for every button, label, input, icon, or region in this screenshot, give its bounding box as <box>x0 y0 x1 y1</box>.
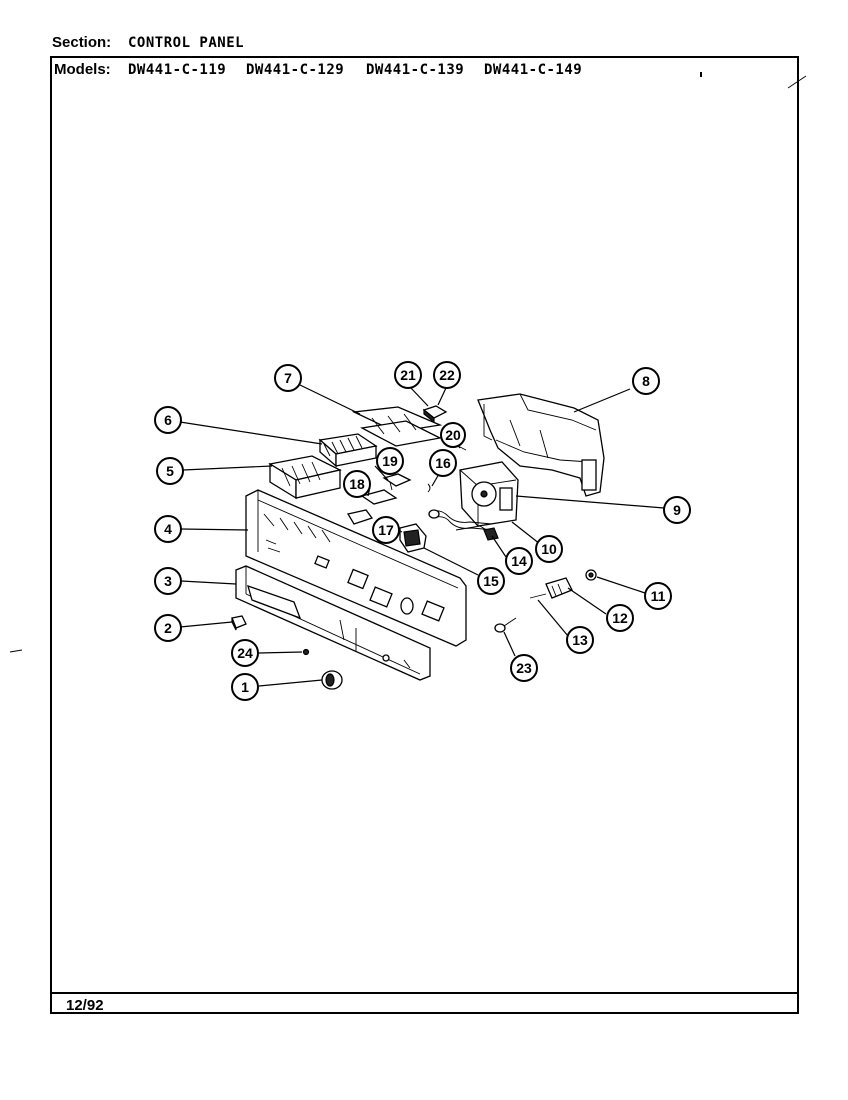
callout-23: 23 <box>510 654 538 682</box>
part-13-pin <box>529 593 547 599</box>
callout-number: 10 <box>541 541 557 557</box>
callout-number: 8 <box>642 373 650 389</box>
callout-1: 1 <box>231 673 259 701</box>
leader-lines <box>179 384 665 687</box>
part-6-switch-block <box>318 433 378 468</box>
stray-mark <box>700 72 702 77</box>
callout-15: 15 <box>477 567 505 595</box>
callout-number: 7 <box>284 370 292 386</box>
models-label: Models: <box>54 61 111 78</box>
callout-number: 15 <box>483 573 499 589</box>
callout-22: 22 <box>433 361 461 389</box>
callout-number: 2 <box>164 620 172 636</box>
callout-number: 11 <box>651 588 666 604</box>
callout-19: 19 <box>376 447 404 475</box>
callout-18: 18 <box>343 470 371 498</box>
callout-8: 8 <box>632 367 660 395</box>
callout-20: 20 <box>440 422 466 448</box>
part-8-cover <box>477 393 605 497</box>
callout-13: 13 <box>566 626 594 654</box>
callout-12: 12 <box>606 604 634 632</box>
callout-number: 13 <box>572 632 588 648</box>
callout-17: 17 <box>372 516 400 544</box>
callout-number: 4 <box>164 521 172 537</box>
callout-3: 3 <box>154 567 182 595</box>
callout-6: 6 <box>154 406 182 434</box>
section-value: CONTROL PANEL <box>128 35 245 51</box>
part-9-timer <box>459 461 519 527</box>
part-14-cable <box>455 525 499 541</box>
part-5-button-assembly <box>268 455 342 500</box>
callout-10: 10 <box>535 535 563 563</box>
model-number: DW441-C-139 <box>366 62 465 78</box>
stray-mark <box>9 649 23 653</box>
model-number: DW441-C-129 <box>246 62 345 78</box>
callout-number: 12 <box>612 610 628 626</box>
callout-11: 11 <box>644 582 672 610</box>
callout-number: 5 <box>166 463 174 479</box>
stray-mark <box>787 75 807 89</box>
part-2-clip <box>231 615 247 631</box>
callout-number: 19 <box>382 453 398 469</box>
footer-divider <box>50 992 799 994</box>
part-7-top-strip <box>351 406 443 447</box>
callout-14: 14 <box>505 547 533 575</box>
callout-number: 1 <box>241 679 249 695</box>
part-1-knob <box>321 670 343 690</box>
part-17-switch <box>399 523 427 553</box>
diagram-frame <box>50 56 799 1014</box>
callout-number: 6 <box>164 412 172 428</box>
callout-number: 22 <box>439 367 455 383</box>
callout-number: 21 <box>400 367 416 383</box>
callout-7: 7 <box>274 364 302 392</box>
part-3-front-panel <box>235 565 431 681</box>
callout-number: 14 <box>511 553 527 569</box>
callout-number: 3 <box>164 573 172 589</box>
section-label: Section: <box>52 34 112 51</box>
part-16-spring <box>427 483 431 493</box>
callout-number: 24 <box>237 645 253 661</box>
part-21-22-clip <box>422 405 448 424</box>
callout-number: 23 <box>516 660 532 676</box>
callout-16: 16 <box>429 449 457 477</box>
callout-21: 21 <box>394 361 422 389</box>
callout-9: 9 <box>663 496 691 524</box>
revision-date: 12/92 <box>66 997 104 1014</box>
part-4-control-panel <box>245 489 467 647</box>
callout-number: 9 <box>673 502 681 518</box>
model-number: DW441-C-149 <box>484 62 583 78</box>
callout-number: 17 <box>378 522 394 538</box>
part-23-lamp <box>494 617 517 633</box>
callout-number: 18 <box>349 476 365 492</box>
callout-2: 2 <box>154 614 182 642</box>
part-18-insert <box>346 489 398 525</box>
part-19-bracket <box>382 473 412 491</box>
part-11-grommet <box>585 569 597 581</box>
callout-number: 20 <box>445 427 461 443</box>
callout-4: 4 <box>154 515 182 543</box>
callout-5: 5 <box>156 457 184 485</box>
callout-number: 16 <box>435 455 451 471</box>
callout-24: 24 <box>231 639 259 667</box>
model-number: DW441-C-119 <box>128 62 227 78</box>
part-24-screw <box>302 648 310 656</box>
part-12-terminal <box>545 577 573 599</box>
